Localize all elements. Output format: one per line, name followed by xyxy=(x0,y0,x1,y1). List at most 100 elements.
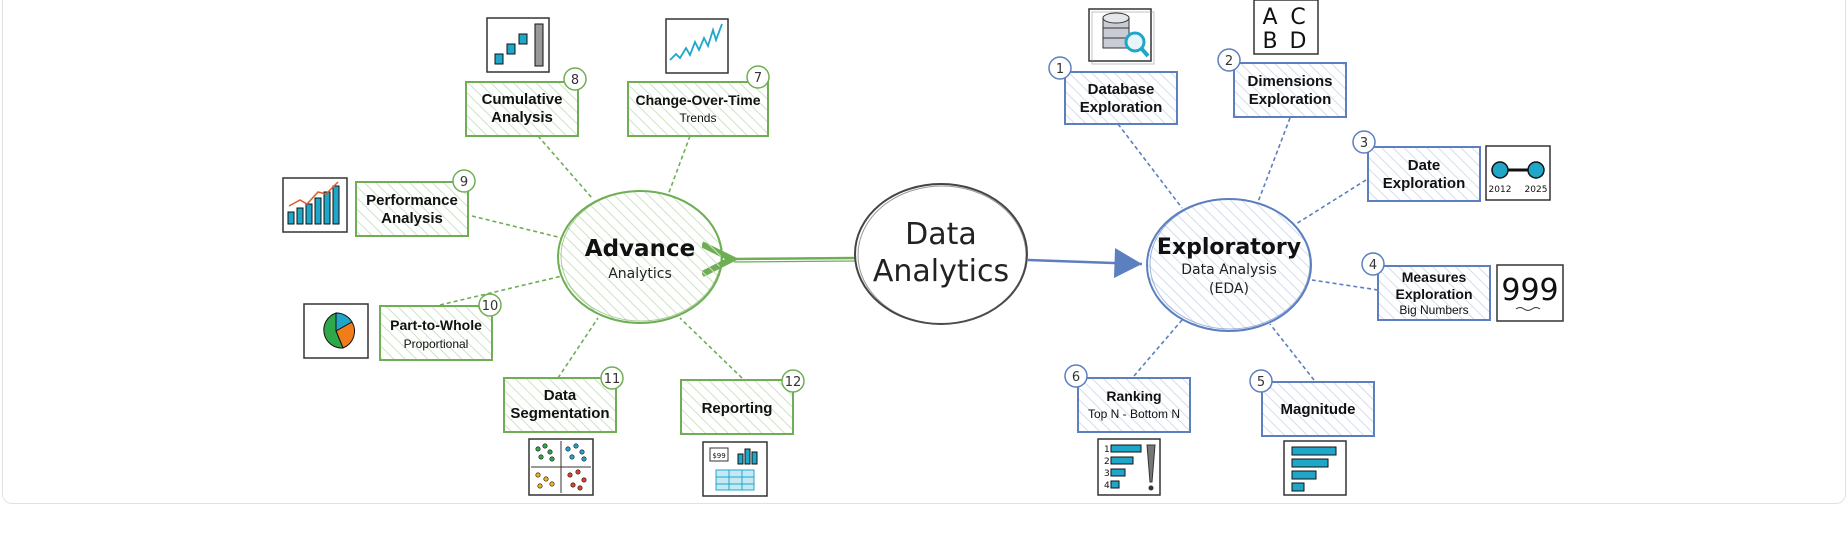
step-badge xyxy=(563,67,587,91)
scatter-clusters-icon xyxy=(528,438,594,496)
step-badge xyxy=(1217,48,1241,72)
step-badge xyxy=(1361,252,1385,276)
item-label: Dimensions xyxy=(1247,73,1332,90)
step-number: 12 xyxy=(785,375,802,390)
connector-7 xyxy=(667,135,691,196)
advance-item-data-segmentation: Data Segmentation 11 xyxy=(503,366,624,433)
step-number: 1 xyxy=(1056,62,1064,77)
connector-10 xyxy=(439,275,563,306)
step-badge xyxy=(746,65,770,89)
connector-9 xyxy=(471,215,563,239)
item-sublabel: Proportional xyxy=(404,337,469,351)
item-label: Measures xyxy=(1402,269,1467,285)
item-sublabel: Big Numbers xyxy=(1399,303,1468,317)
item-sublabel: Top N - Bottom N xyxy=(1088,407,1180,421)
item-label-2: Exploration xyxy=(1395,286,1472,302)
svg-text:A: A xyxy=(1262,5,1277,30)
connector-12 xyxy=(679,317,743,379)
item-label: Change-Over-Time xyxy=(636,92,761,108)
connector-11 xyxy=(557,317,599,379)
arrow-to-eda xyxy=(1027,248,1143,279)
rank-label-4: 4 xyxy=(1104,481,1110,491)
item-label: Database xyxy=(1088,81,1155,98)
eda-item-date-exploration: Date Exploration 3 xyxy=(1352,130,1481,202)
eda-item-database-exploration: Database Exploration 1 xyxy=(1048,56,1178,125)
connector-5 xyxy=(1269,323,1315,381)
step-number: 5 xyxy=(1257,375,1265,390)
step-number: 3 xyxy=(1360,136,1368,151)
advance-item-change-over-time: Change-Over-Time Trends 7 xyxy=(627,65,770,137)
rank-label-2: 2 xyxy=(1104,457,1110,467)
growth-bars-icon xyxy=(282,177,348,233)
step-number: 2 xyxy=(1225,54,1233,69)
item-label: Cumulative xyxy=(482,91,563,108)
center-title-line1: Data xyxy=(905,217,977,252)
item-label-2: Exploration xyxy=(1080,99,1163,116)
big-number-text: 999 xyxy=(1501,273,1558,308)
center-title-line2: Analytics xyxy=(873,254,1009,289)
item-label-2: Segmentation xyxy=(510,405,609,422)
step-badge xyxy=(1048,56,1072,80)
eda-item-dimensions-exploration: Dimensions Exploration 2 xyxy=(1217,48,1347,118)
advance-item-cumulative-analysis: Cumulative Analysis 8 xyxy=(465,67,587,137)
advance-title: Advance xyxy=(585,236,695,262)
item-label-2: Analysis xyxy=(381,210,443,227)
connector-3 xyxy=(1295,179,1367,225)
step-badge xyxy=(478,293,502,317)
eda-item-measures-exploration: Measures Exploration Big Numbers 4 xyxy=(1361,252,1491,321)
svg-text:D: D xyxy=(1290,29,1307,54)
ranking-list-icon: 1 2 3 4 xyxy=(1097,438,1161,496)
arrow-to-advance xyxy=(732,258,857,262)
advance-item-part-to-whole: Part-to-Whole Proportional 10 xyxy=(379,293,502,361)
pie-chart-icon xyxy=(303,303,369,359)
eda-connectors xyxy=(1117,117,1379,381)
timeline-icon: 2012 2025 xyxy=(1485,145,1551,201)
rank-label-1: 1 xyxy=(1104,445,1110,455)
database-search-icon xyxy=(1088,8,1155,65)
step-number: 4 xyxy=(1369,258,1377,273)
item-label: Reporting xyxy=(702,400,773,417)
step-number: 8 xyxy=(571,73,579,88)
horizontal-bar-icon xyxy=(1283,440,1347,496)
item-label: Performance xyxy=(366,192,458,209)
eda-subtitle: Data Analysis xyxy=(1181,262,1277,278)
svg-text:B: B xyxy=(1262,29,1277,54)
advance-item-reporting: Reporting 12 xyxy=(680,369,805,435)
big-number-icon: 999 xyxy=(1496,264,1564,322)
eda-node: Exploratory Data Analysis (EDA) xyxy=(1146,198,1312,332)
timeline-start-label: 2012 xyxy=(1489,185,1512,195)
step-badge xyxy=(452,169,476,193)
step-badge xyxy=(1064,364,1088,388)
abcd-letters-icon: A C B D xyxy=(1253,0,1319,55)
step-number: 10 xyxy=(482,299,499,314)
item-label: Data xyxy=(544,387,577,404)
connector-8 xyxy=(537,135,593,199)
item-label: Ranking xyxy=(1106,388,1161,404)
item-sublabel: Trends xyxy=(680,111,717,125)
connector-1 xyxy=(1117,123,1183,209)
step-badge xyxy=(781,369,805,393)
connector-2 xyxy=(1257,117,1291,203)
step-number: 7 xyxy=(754,71,762,86)
advance-item-performance-analysis: Performance Analysis 9 xyxy=(355,169,476,237)
eda-item-magnitude: Magnitude 5 xyxy=(1249,369,1375,437)
advance-analytics-node: Advance Analytics xyxy=(557,190,723,324)
connector-6 xyxy=(1133,319,1183,377)
item-label: Part-to-Whole xyxy=(390,317,482,333)
step-badge xyxy=(1352,130,1376,154)
step-number: 6 xyxy=(1072,370,1080,385)
step-number: 11 xyxy=(604,372,621,387)
advance-subtitle: Analytics xyxy=(608,266,672,282)
eda-subtitle-2: (EDA) xyxy=(1209,281,1249,297)
eda-item-ranking: Ranking Top N - Bottom N 6 xyxy=(1064,364,1191,433)
center-node: Data Analytics xyxy=(854,183,1028,325)
cumulative-steps-icon xyxy=(486,17,550,73)
item-label: Magnitude xyxy=(1281,401,1356,418)
rank-label-3: 3 xyxy=(1104,469,1110,479)
step-number: 9 xyxy=(460,175,468,190)
item-label-2: Exploration xyxy=(1249,91,1332,108)
step-badge xyxy=(600,366,624,390)
advance-connectors xyxy=(439,135,743,379)
line-trend-icon xyxy=(665,18,729,74)
